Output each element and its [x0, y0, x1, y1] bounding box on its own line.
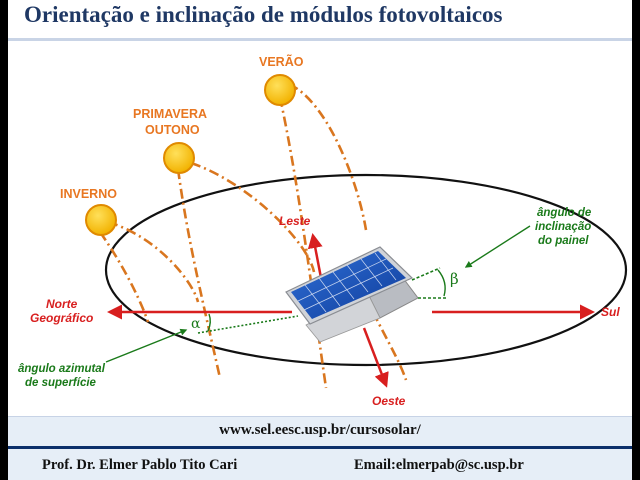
solar-panel-icon	[285, 246, 419, 343]
title-divider	[8, 38, 632, 41]
arrow-west	[362, 327, 389, 388]
summer-path-lower	[371, 311, 408, 381]
title-bar: Orientação e inclinação de módulos fotov…	[8, 0, 632, 44]
summer-path-left	[278, 96, 328, 389]
label-azimuth-2: de superfície	[25, 377, 97, 389]
footer-url-bar: www.sel.eesc.usp.br/cursosolar/	[8, 416, 632, 447]
summer-path-right	[288, 82, 368, 231]
label-tilt-3: do painel	[538, 235, 589, 247]
sun-icon-equinox	[163, 142, 195, 174]
label-autumn: OUTONO	[145, 123, 200, 137]
sun-icon-winter	[85, 204, 117, 236]
label-south: Sul	[601, 305, 620, 319]
slide: Orientação e inclinação de módulos fotov…	[8, 0, 632, 480]
label-tilt-1: ângulo de	[537, 207, 592, 219]
label-east: Leste	[279, 214, 311, 228]
horizon-ellipse	[104, 173, 628, 367]
direction-arrows	[107, 233, 595, 388]
page-title: Orientação e inclinação de módulos fotov…	[24, 2, 503, 27]
azimuth-angle-annotation: α	[105, 313, 299, 363]
footer-author: Prof. Dr. Elmer Pablo Tito Cari	[42, 457, 238, 473]
footer-divider	[8, 446, 632, 449]
equinox-path-left	[176, 168, 222, 379]
sun-icon-summer	[264, 74, 296, 106]
alpha-symbol: α	[191, 316, 201, 332]
winter-path-right	[107, 220, 200, 303]
label-summer: VERÃO	[259, 54, 304, 69]
footer-credits-bar: Prof. Dr. Elmer Pablo Tito Cari Email:el…	[8, 449, 632, 480]
label-tilt-2: inclinação	[535, 221, 591, 233]
label-spring: PRIMAVERA	[133, 107, 207, 121]
footer-url[interactable]: www.sel.eesc.usp.br/cursosolar/	[219, 422, 421, 438]
winter-path-left	[98, 231, 150, 323]
tilt-angle-annotation: β	[411, 225, 531, 299]
orientation-diagram: VERÃO PRIMAVERA OUTONO INVERNO	[18, 54, 628, 408]
footer-email[interactable]: Email:elmerpab@sc.usp.br	[354, 457, 524, 473]
label-azimuth-1: ângulo azimutal	[18, 363, 106, 375]
label-winter: INVERNO	[60, 187, 117, 201]
equinox-path-right	[190, 161, 316, 273]
label-west: Oeste	[372, 394, 406, 408]
label-north-2: Geográfico	[30, 311, 93, 325]
label-north-1: Norte	[46, 297, 78, 311]
beta-symbol: β	[450, 270, 459, 288]
